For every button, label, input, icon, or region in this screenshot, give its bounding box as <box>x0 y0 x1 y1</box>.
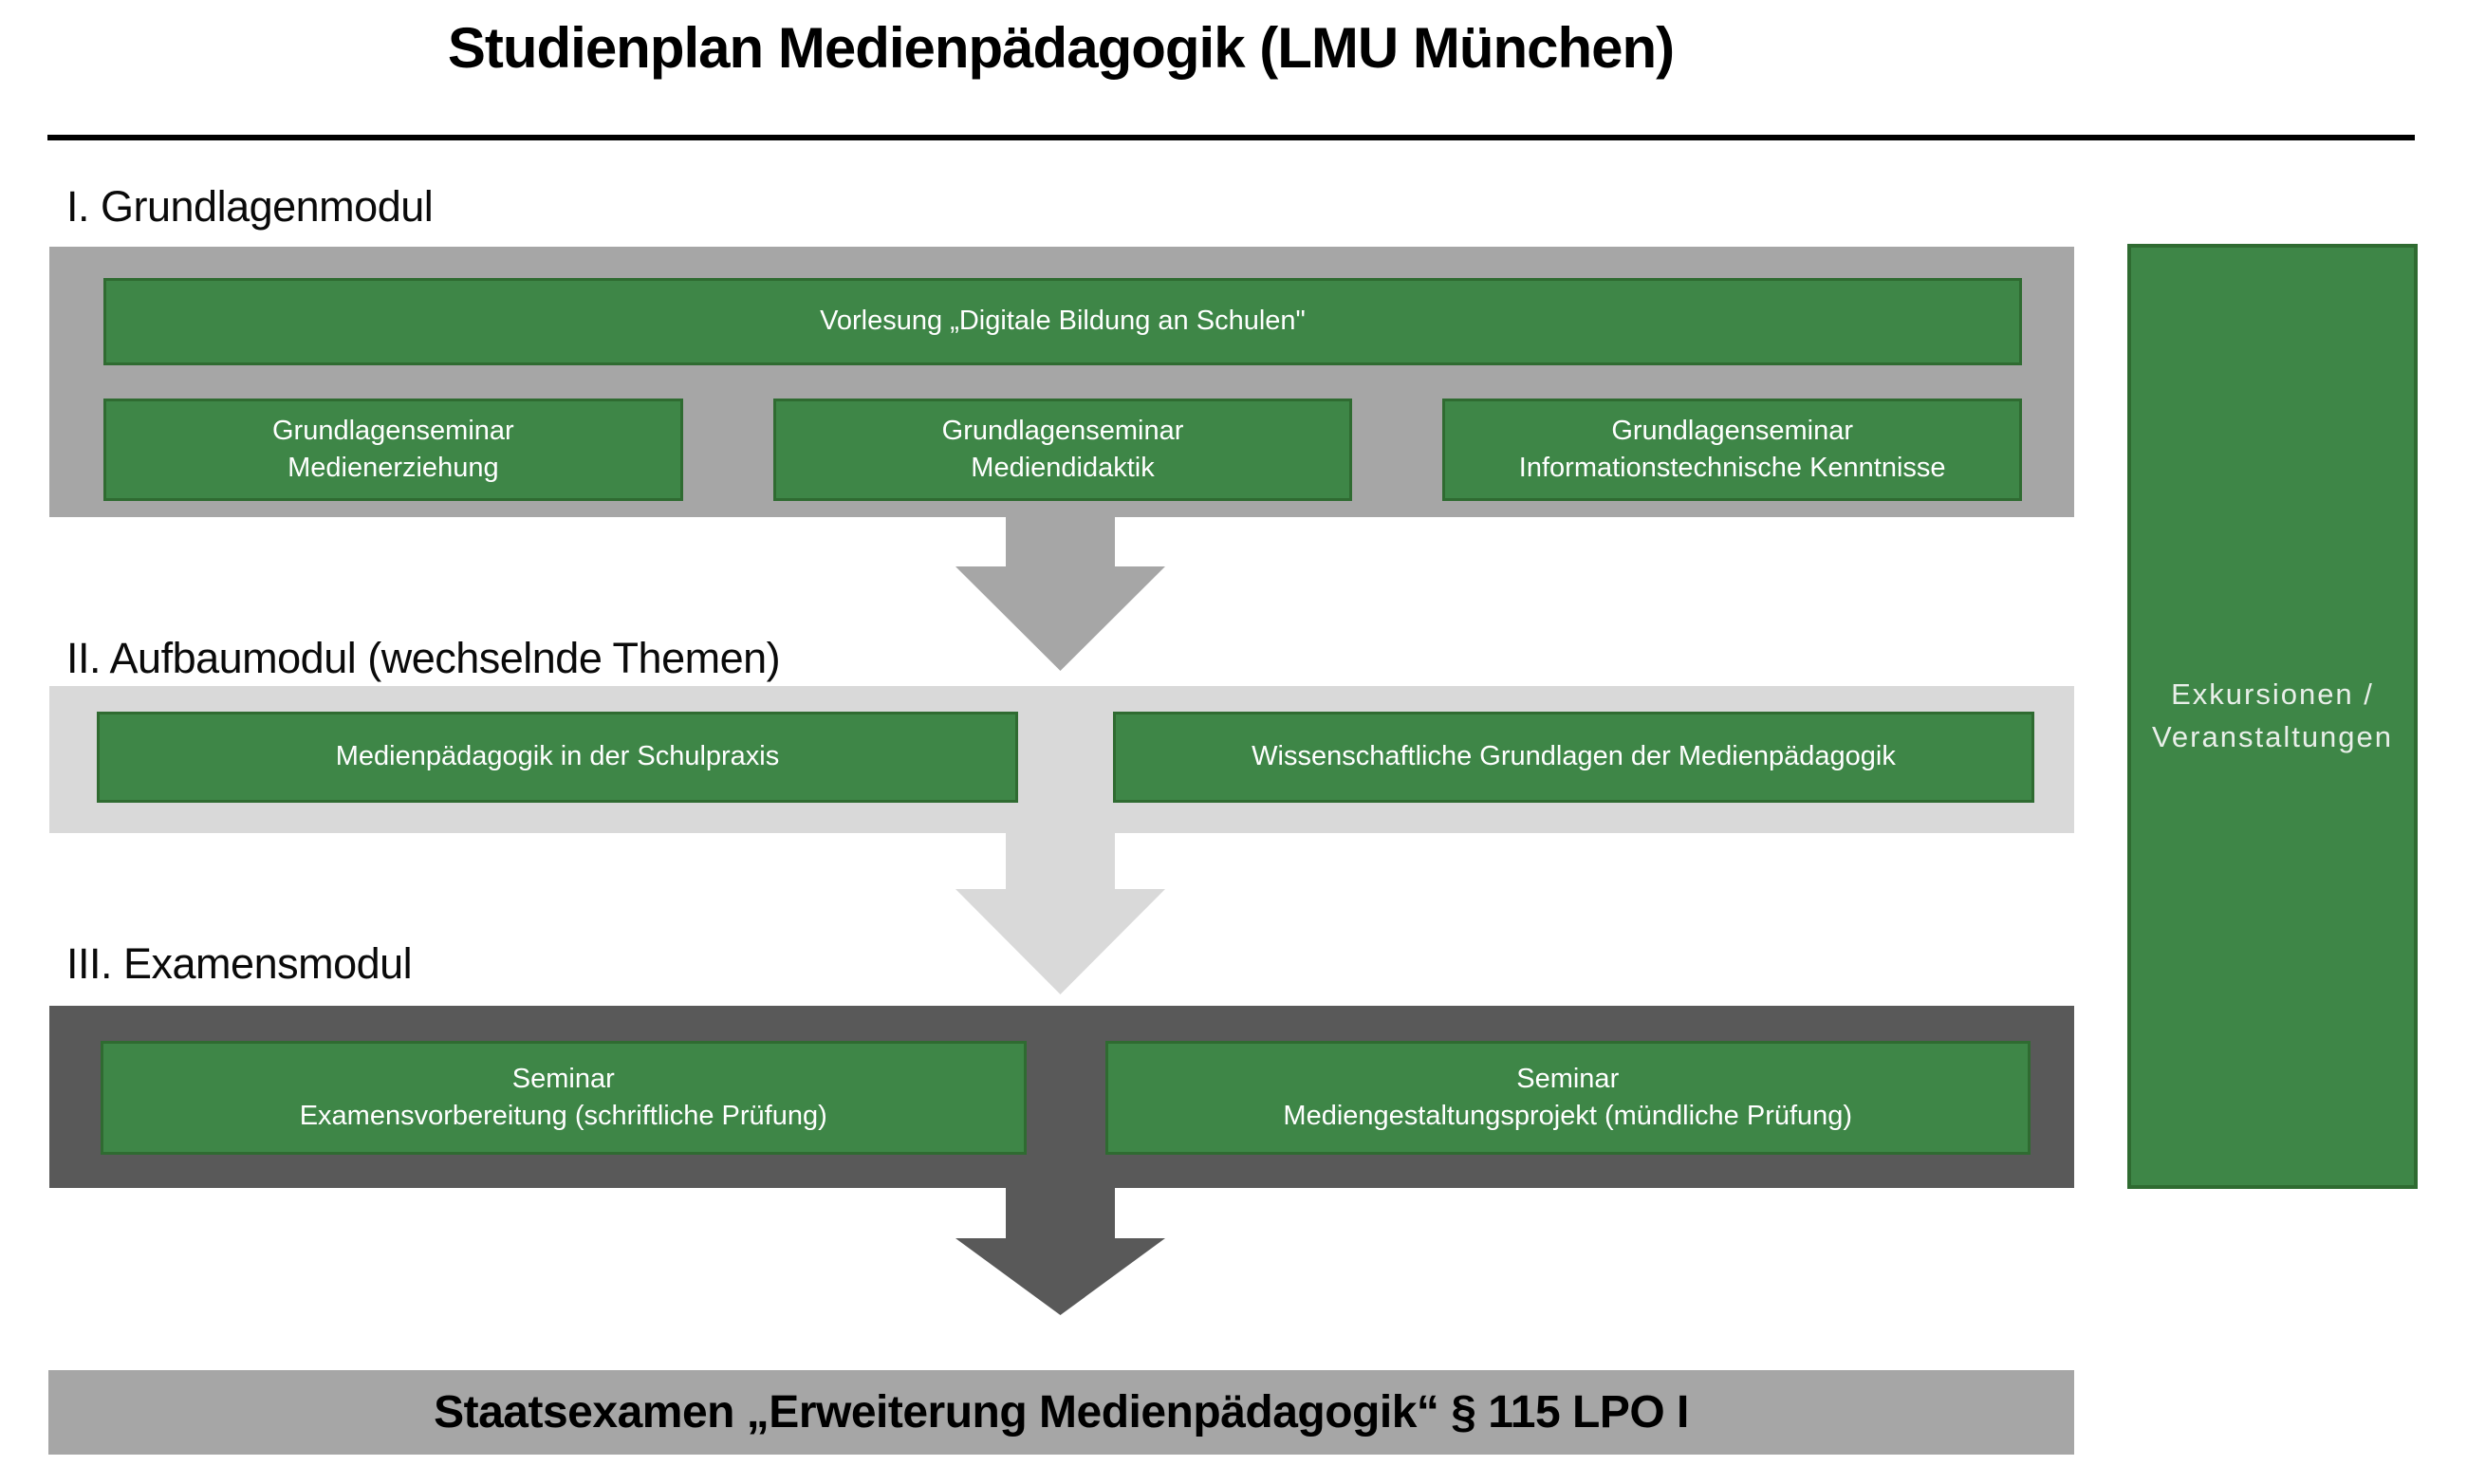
examensmodul-container: Seminar Examensvorbereitung (schriftlich… <box>49 1006 2074 1188</box>
kurs-box-schulpraxis: Medienpädagogik in der Schulpraxis <box>97 712 1018 803</box>
seminar-box-mediendidaktik: Grundlagenseminar Mediendidaktik <box>772 399 1353 501</box>
staatsexamen-bar: Staatsexamen „Erweiterung Medienpädagogi… <box>48 1370 2074 1455</box>
grundlagenseminare-row: Grundlagenseminar Medienerziehung Grundl… <box>103 399 2023 501</box>
down-arrow-shape-3 <box>955 1188 1165 1315</box>
title-divider <box>47 135 2415 140</box>
seminar-box-mediengestaltungsprojekt: Seminar Mediengestaltungsprojekt (mündli… <box>1104 1041 2031 1155</box>
kurs-box-wissenschaftliche-grundlagen: Wissenschaftliche Grundlagen der Medienp… <box>1113 712 2034 803</box>
aufbaumodul-container: Medienpädagogik in der Schulpraxis Wisse… <box>49 686 2074 833</box>
down-arrow-icon-3 <box>955 1188 1165 1315</box>
down-arrow-shape-2 <box>955 833 1165 994</box>
seminar-box-medienerziehung: Grundlagenseminar Medienerziehung <box>103 399 683 501</box>
down-arrow-icon-1 <box>955 517 1165 671</box>
vorlesung-box: Vorlesung „Digitale Bildung an Schulen" <box>103 278 2022 365</box>
examensmodul-row: Seminar Examensvorbereitung (schriftlich… <box>101 1041 2031 1155</box>
section-heading-grundlagenmodul: I. Grundlagenmodul <box>66 182 434 231</box>
seminar-box-informationstechnische-kenntnisse: Grundlagenseminar Informationstechnische… <box>1442 399 2023 501</box>
section-heading-examensmodul: III. Examensmodul <box>66 939 413 988</box>
page-title: Studienplan Medienpädagogik (LMU München… <box>447 16 1675 80</box>
exkursionen-sidebar: Exkursionen / Veranstaltungen <box>2127 244 2418 1189</box>
down-arrow-shape-1 <box>955 517 1165 671</box>
down-arrow-icon-2 <box>955 833 1165 994</box>
seminar-box-examensvorbereitung: Seminar Examensvorbereitung (schriftlich… <box>101 1041 1027 1155</box>
aufbaumodul-row: Medienpädagogik in der Schulpraxis Wisse… <box>97 712 2034 803</box>
section-heading-aufbaumodul: II. Aufbaumodul (wechselnde Themen) <box>66 634 781 682</box>
grundlagenmodul-container: Vorlesung „Digitale Bildung an Schulen" … <box>49 247 2074 517</box>
